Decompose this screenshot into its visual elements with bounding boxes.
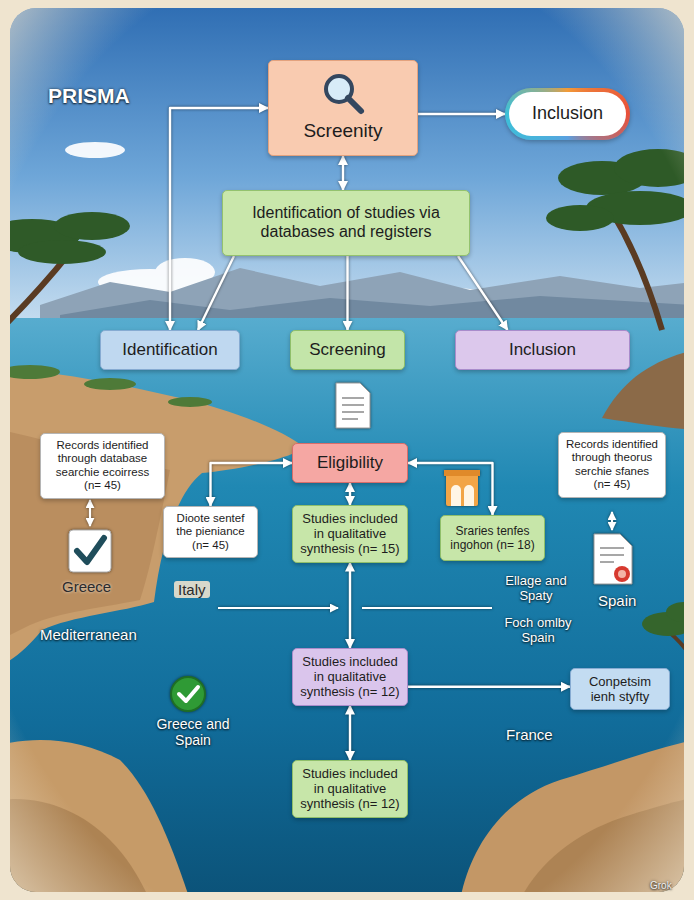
connector-arrow [349,706,351,760]
process-box: Screenity [268,60,418,156]
node-text: Dioote sentef the pieniance (n= 45) [170,512,251,552]
connector-arrow [349,563,351,648]
stage-box: Identification [100,330,240,370]
node-text: Eligibility [299,453,401,473]
node-text: Studies included in qualitative synthesi… [299,766,401,812]
connector-arrow [346,256,348,330]
node-text: Inclusion [462,340,623,360]
record-box: Records identified through theorus serch… [558,432,666,498]
inclusion-badge: Inclusion [505,88,630,140]
region-label: Mediterranean [40,626,137,643]
node-text: Screening [297,340,398,360]
connector-arrow [349,483,351,505]
region-label: Foch omlby Spain [498,616,578,646]
stage-box: Eligibility [292,443,408,483]
document-icon [336,383,370,428]
diagram-title: PRISMA [48,84,130,108]
connector-arrow [408,686,570,688]
node-text: Records identified through theorus serch… [565,438,659,492]
decor-line [362,607,492,609]
region-label: France [506,726,553,743]
building-icon [444,470,480,506]
connector-arrow [342,156,344,190]
decor-arrow [218,607,338,609]
decor-arrow [611,512,613,530]
connector-arrow [408,463,493,515]
watermark: Grok [650,880,672,892]
connector-arrow [418,113,505,115]
node-text: Records identified through database sear… [47,439,158,493]
node-text: Identification [107,340,233,360]
region-label: Ellage and Spaty [498,574,574,604]
stage-box: Inclusion [455,330,630,370]
region-label: Greece and Spain [150,716,236,748]
node-text: Conpetsim ienh styfty [577,674,663,704]
record-box: Records identified through database sear… [40,433,165,499]
process-box: Identification of studies via databases … [222,190,470,256]
region-label: Italy [174,581,210,598]
record-box: Dioote sentef the pieniance (n= 45) [163,506,258,558]
magnifier-icon [320,70,366,116]
stage-box: Screening [290,330,405,370]
node-text: Studies included in qualitative synthesi… [299,654,401,700]
document-seal-icon [594,534,632,584]
vignette [10,8,684,892]
decor-arrow [89,500,91,526]
check-badge [171,677,205,711]
node-text: Screenity [277,120,409,142]
connector-arrow [458,256,508,330]
node-text: Sraries tenfes ingohon (n= 18) [447,524,538,552]
node-text: Studies included in qualitative synthesi… [299,511,401,557]
checkbox-icon [69,530,111,572]
study-box: Studies included in qualitative synthesi… [292,505,408,563]
node-text: Identification of studies via databases … [229,204,463,241]
connector-arrow [211,463,293,506]
node-text: Inclusion [515,103,620,124]
scene [10,8,684,892]
study-box: Studies included in qualitative synthesi… [292,760,408,818]
connector-arrow [198,256,234,330]
study-box: Sraries tenfes ingohon (n= 18) [440,515,545,561]
study-box: Studies included in qualitative synthesi… [292,648,408,706]
note-box: Conpetsim ienh styfty [570,668,670,710]
region-label: Greece [62,578,111,595]
region-label: Spain [598,592,636,609]
